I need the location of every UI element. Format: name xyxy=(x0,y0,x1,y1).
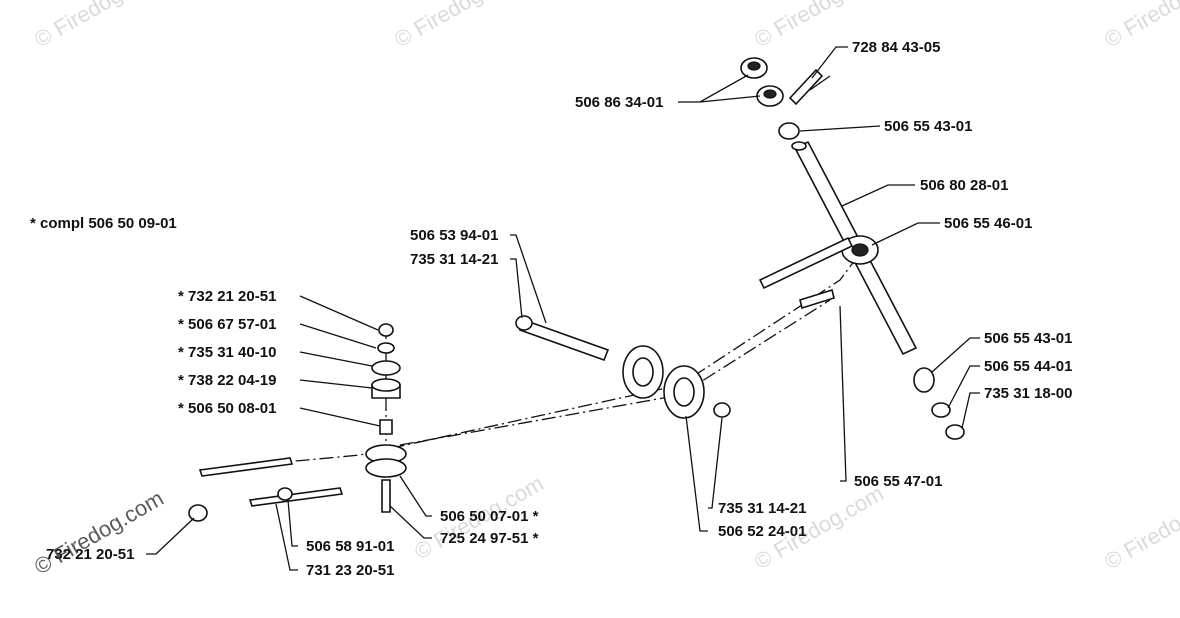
nut-part xyxy=(188,504,208,522)
part-label: 725 24 97-51 * xyxy=(440,530,539,547)
part-label: * 738 22 04-19 xyxy=(178,372,276,389)
leader-line xyxy=(708,417,723,509)
part-label: 506 80 28-01 xyxy=(920,177,1008,194)
bracket-hole xyxy=(851,243,869,257)
leader-line xyxy=(961,392,980,429)
watermark: © Firedog.com xyxy=(30,0,168,52)
knob-hole xyxy=(747,61,761,71)
tube-end xyxy=(791,141,807,151)
leader-line xyxy=(678,74,761,103)
nut-part xyxy=(713,402,731,418)
wheel-hub xyxy=(673,377,695,407)
washer-part xyxy=(377,342,395,354)
leader-line xyxy=(146,517,195,555)
part-label: 735 31 14-21 xyxy=(410,251,498,268)
part-label: * 506 67 57-01 xyxy=(178,316,276,333)
nut-part xyxy=(515,315,533,331)
leader-line xyxy=(510,258,523,319)
nut-part xyxy=(945,424,965,440)
axis-line xyxy=(199,239,871,471)
leader-line xyxy=(931,337,980,373)
leader-line xyxy=(299,295,379,331)
watermark: © Firedog.com xyxy=(1100,480,1180,574)
bolt-part xyxy=(381,479,391,513)
leader-line xyxy=(275,503,298,571)
part-label: 506 55 43-01 xyxy=(884,118,972,135)
leader-line xyxy=(841,184,915,207)
assembly-note: * compl 506 50 09-01 xyxy=(30,215,177,232)
part-label: 506 55 44-01 xyxy=(984,358,1072,375)
cable-assembly xyxy=(188,457,344,522)
part-label: 506 53 94-01 xyxy=(410,227,498,244)
wheel-hub xyxy=(632,357,654,387)
leader-line xyxy=(299,379,373,389)
cable-part xyxy=(758,236,854,290)
part-label: 735 31 14-21 xyxy=(718,500,806,517)
leader-line xyxy=(399,475,432,517)
part-labels: * compl 506 50 09-01 728 84 43-05 506 86… xyxy=(30,39,1072,579)
watermark: © Firedog.com xyxy=(390,0,528,52)
leader-line xyxy=(685,415,708,532)
leader-line xyxy=(811,46,848,79)
part-label: * 732 21 20-51 xyxy=(178,288,276,305)
spacer-part xyxy=(379,419,393,435)
cable-part xyxy=(198,457,294,477)
leader-line xyxy=(839,305,847,482)
pulley-stack xyxy=(365,323,407,513)
pulley-part xyxy=(365,458,407,478)
leader-line xyxy=(299,351,373,367)
axle-part xyxy=(518,318,610,362)
handle-tube-assembly xyxy=(740,57,965,440)
nut-part xyxy=(378,323,394,337)
part-label: * 735 31 40-10 xyxy=(178,344,276,361)
leader-line xyxy=(389,505,432,539)
part-label: 506 52 24-01 xyxy=(718,523,806,540)
cable-part xyxy=(248,487,344,507)
part-label: 506 58 91-01 xyxy=(306,538,394,555)
part-label: 728 84 43-05 xyxy=(852,39,940,56)
part-label: * 506 50 08-01 xyxy=(178,400,276,417)
bearing-top xyxy=(371,378,401,392)
assembly-axis-lines xyxy=(199,239,871,471)
wheel-assembly xyxy=(515,315,731,419)
knob-hole xyxy=(763,89,777,99)
watermark: © Firedog.com xyxy=(30,485,168,579)
leader-line xyxy=(287,499,298,547)
leader-line xyxy=(871,222,940,246)
screw-thread xyxy=(809,75,831,91)
part-label: 506 55 46-01 xyxy=(944,215,1032,232)
part-label: 735 31 18-00 xyxy=(984,385,1072,402)
part-label: 506 55 43-01 xyxy=(984,330,1072,347)
part-label: 506 50 07-01 * xyxy=(440,508,539,525)
part-label: 506 86 34-01 xyxy=(575,94,663,111)
leader-line xyxy=(299,323,377,349)
axis-line xyxy=(399,299,831,446)
watermark: © Firedog.com xyxy=(1100,0,1180,52)
part-label: 732 21 20-51 xyxy=(46,546,134,563)
leader-line xyxy=(510,234,547,324)
leader-lines xyxy=(146,46,980,571)
bushing-part xyxy=(778,122,800,140)
screw-part xyxy=(788,68,824,106)
part-label: 506 55 47-01 xyxy=(854,473,942,490)
sleeve-part xyxy=(799,288,835,310)
part-label: 731 23 20-51 xyxy=(306,562,394,579)
washer-part xyxy=(931,402,951,418)
spring-washer-part xyxy=(371,360,401,376)
nut-part xyxy=(913,367,935,393)
leader-line xyxy=(947,365,980,409)
clamp-part xyxy=(277,487,293,501)
leader-line xyxy=(299,407,381,427)
leader-line xyxy=(799,125,881,132)
